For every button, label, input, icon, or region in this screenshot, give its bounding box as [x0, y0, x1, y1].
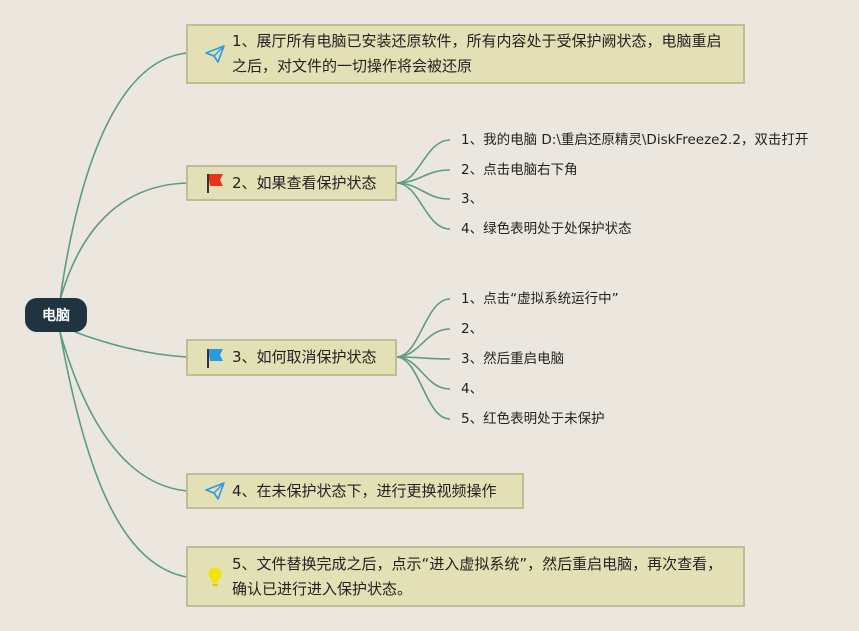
connector-sub-3-1: [395, 298, 451, 358]
topic-5[interactable]: 5、文件替换完成之后，点示“进入虚拟系统”，然后重启电脑，再次查看，确认已进行进…: [186, 546, 745, 607]
subtopic-2-1[interactable]: 1、我的电脑 D:\重启还原精灵\DiskFreeze2.2，双击打开: [461, 132, 809, 148]
connector-topic-4: [59, 331, 188, 492]
connector-sub-3-4: [395, 356, 451, 390]
paper-plane-icon: [204, 43, 226, 65]
connector-sub-2-1: [395, 139, 451, 184]
subtopic-3-5[interactable]: 5、红色表明处于未保护: [461, 411, 605, 427]
lightbulb-icon: [204, 566, 226, 588]
topic-1-text: 1、展厅所有电脑已安装还原软件，所有内容处于受保护阙状态，电脑重启之后，对文件的…: [232, 32, 722, 75]
topic-4[interactable]: 4、在未保护状态下，进行更换视频操作: [186, 473, 524, 509]
topic-2-text: 2、如果查看保护状态: [232, 173, 377, 192]
paper-plane-icon: [204, 480, 226, 502]
connector-topic-5: [59, 331, 188, 578]
connector-sub-3-2: [395, 328, 451, 358]
subtopic-3-2[interactable]: 2、: [461, 321, 484, 337]
subtopic-2-2[interactable]: 2、点击电脑右下角: [461, 162, 578, 178]
connector-topic-3: [74, 331, 188, 358]
topic-4-text: 4、在未保护状态下，进行更换视频操作: [232, 481, 497, 500]
subtopic-2-4[interactable]: 4、绿色表明处于处保护状态: [461, 221, 632, 237]
connector-sub-3-5: [395, 356, 451, 420]
topic-1[interactable]: 1、展厅所有电脑已安装还原软件，所有内容处于受保护阙状态，电脑重启之后，对文件的…: [186, 24, 745, 84]
blue-flag-icon: [204, 347, 226, 369]
connector-topic-1: [59, 52, 188, 301]
topic-5-text: 5、文件替换完成之后，点示“进入虚拟系统”，然后重启电脑，再次查看，确认已进行进…: [232, 554, 723, 598]
topic-3[interactable]: 3、如何取消保护状态: [186, 339, 397, 376]
root-node[interactable]: 电脑: [25, 298, 87, 332]
topic-2[interactable]: 2、如果查看保护状态: [186, 165, 397, 201]
subtopic-3-3[interactable]: 3、然后重启电脑: [461, 351, 565, 367]
root-label: 电脑: [42, 308, 70, 324]
subtopic-3-1[interactable]: 1、点击“虚拟系统运行中”: [461, 291, 619, 307]
topic-3-text: 3、如何取消保护状态: [232, 348, 377, 366]
subtopic-2-3[interactable]: 3、: [461, 191, 484, 207]
connector-topic-2: [59, 182, 188, 301]
subtopic-3-4[interactable]: 4、: [461, 381, 484, 397]
connector-sub-2-4: [395, 182, 451, 230]
red-flag-icon: [204, 172, 226, 194]
